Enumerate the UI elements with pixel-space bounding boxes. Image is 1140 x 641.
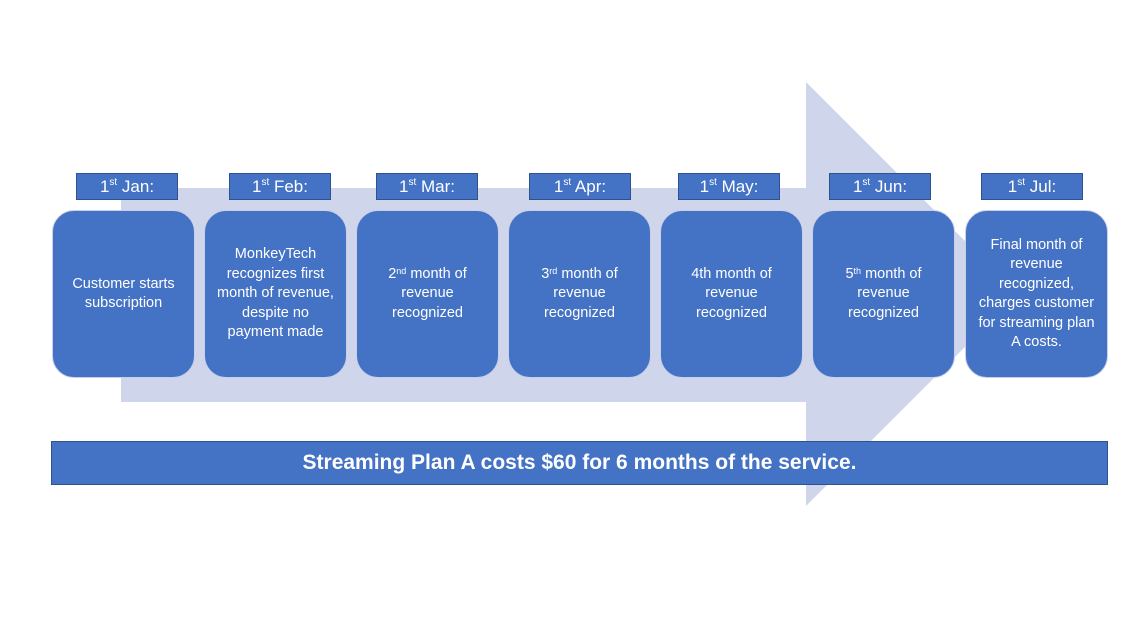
date-label: 1st Jan: [76,173,178,200]
date-month: May: [716,177,759,196]
step-text: 5th month of revenue recognized [821,265,946,324]
date-month: Feb: [269,177,308,196]
date-month: Apr: [571,177,607,196]
date-suffix: st [862,177,871,188]
step-text-main: Final month of revenue recognized, charg… [978,236,1095,351]
step-text: MonkeyTech recognizes first month of rev… [213,245,338,343]
step-text-pre: 5 [845,265,854,282]
date-suffix: st [563,177,572,188]
step-text-main: 4th month of revenue recognized [691,265,772,321]
step-text-main: month of revenue recognized [392,265,467,321]
step-text-main: month of revenue recognized [848,265,922,321]
step-box: 5th month of revenue recognized [812,210,955,378]
step-text-suffix: nd [396,265,407,276]
step-text-suffix: rd [549,265,558,276]
date-num: 1 [699,177,710,196]
date-month: Mar: [416,177,455,196]
step-box: 3rd month of revenue recognized [508,210,651,378]
step-box: 2nd month of revenue recognized [356,210,499,378]
step-box: Customer starts subscription [52,210,195,378]
date-month: Jul: [1025,177,1057,196]
date-suffix: st [109,177,118,188]
step-text-pre: 2 [388,265,397,282]
date-label: 1st May: [678,173,780,200]
date-num: 1 [99,177,110,196]
date-num: 1 [553,177,564,196]
step-box: MonkeyTech recognizes first month of rev… [204,210,347,378]
step-text-suffix: th [853,265,862,276]
step-text-main: month of revenue recognized [544,265,618,321]
date-label: 1st Mar: [376,173,478,200]
date-label: 1st Feb: [229,173,331,200]
step-text: 2nd month of revenue recognized [365,265,490,324]
step-text-pre: 3 [541,265,550,282]
date-num: 1 [852,177,863,196]
date-label: 1st Jun: [829,173,931,200]
summary-banner: Streaming Plan A costs $60 for 6 months … [51,441,1108,485]
step-text-main: MonkeyTech recognizes first month of rev… [217,246,334,341]
date-month: Jun: [870,177,908,196]
step-box: 4th month of revenue recognized [660,210,803,378]
date-label: 1st Jul: [981,173,1083,200]
date-label: 1st Apr: [529,173,631,200]
date-num: 1 [399,177,409,196]
step-text: 3rd month of revenue recognized [517,265,642,324]
step-text-main: Customer starts subscription [72,275,175,312]
step-box: Final month of revenue recognized, charg… [965,210,1108,378]
date-suffix: st [261,177,270,188]
step-text: Final month of revenue recognized, charg… [974,236,1099,353]
date-suffix: st [1017,177,1026,188]
date-suffix: st [709,177,717,188]
step-text: Customer starts subscription [61,275,186,314]
date-suffix: st [408,177,417,188]
date-month: Jan: [117,177,155,196]
date-num: 1 [1007,177,1018,196]
date-num: 1 [252,177,262,196]
step-text: 4th month of revenue recognized [669,265,794,324]
